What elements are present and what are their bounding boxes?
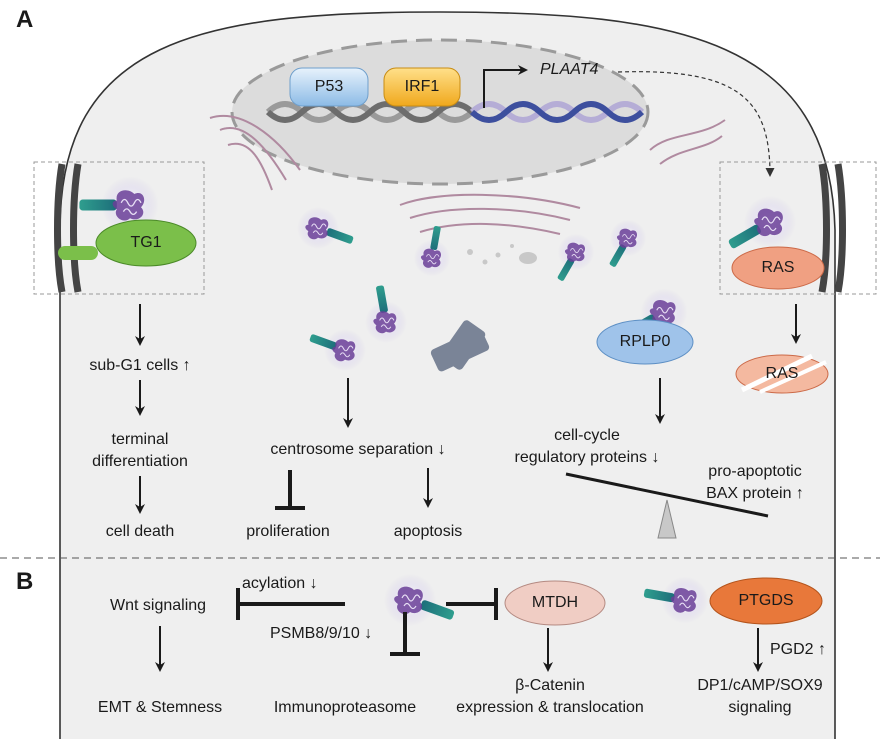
psmb-label: PSMB8/9/10 ↓ <box>270 625 373 642</box>
proliferation-label: proliferation <box>246 523 330 540</box>
emt-label: EMT & Stemness <box>97 699 223 716</box>
panel-label-a: A <box>16 6 34 33</box>
p53-label: P53 <box>314 78 344 95</box>
inhibit-proliferation <box>275 470 305 510</box>
ras-label: RAS <box>761 259 795 276</box>
plaat4-gene-label: PLAAT4 <box>540 61 599 78</box>
plaat4-export-arrow <box>617 71 775 177</box>
golgi-apparatus <box>209 115 726 235</box>
dna-helix <box>265 101 645 123</box>
ras-degraded-label: RAS <box>765 365 799 382</box>
transcription-start-arrow <box>483 65 528 108</box>
plaat4-protein-er-right <box>609 219 647 267</box>
membrane-inset-left <box>33 161 205 295</box>
plaat4-protein-ras <box>728 196 796 249</box>
catenin-label-line2: expression & translocation <box>456 699 644 716</box>
mtdh-oval <box>504 580 606 626</box>
bax-label-line2: BAX protein ↑ <box>706 485 804 502</box>
pgd2-label: PGD2 ↑ <box>770 641 827 658</box>
ptgds-label: PTGDS <box>738 592 794 609</box>
inhibit-wnt <box>236 588 345 620</box>
plaat4-protein-centrosome-b <box>365 285 407 343</box>
seesaw <box>565 472 769 539</box>
centrosome-icon <box>430 320 490 372</box>
ptgds-oval <box>709 577 823 625</box>
inhibit-immunoproteasome <box>390 612 420 656</box>
cellcycle-label-line1: cell-cycle <box>554 427 620 444</box>
p53-box <box>289 67 369 107</box>
rplp0-oval <box>596 319 694 365</box>
dp1-label-line1: DP1/cAMP/SOX9 <box>697 677 823 694</box>
irf1-label: IRF1 <box>404 78 440 95</box>
tg1-oval <box>95 219 197 267</box>
plaat4-protein-golgi-mid <box>413 226 451 277</box>
vesicles <box>467 244 537 265</box>
rplp0-label: RPLP0 <box>619 333 671 350</box>
subg1-label: sub-G1 cells ↑ <box>89 357 191 374</box>
inhibit-mtdh <box>446 588 498 620</box>
plaat4-protein-ptgds <box>643 576 709 624</box>
plaat4-protein-golgi-left <box>297 207 354 249</box>
apoptosis-label: apoptosis <box>393 523 463 540</box>
centrosome-label: centrosome separation ↓ <box>270 441 446 458</box>
panel-label-b: B <box>16 568 34 595</box>
plaat4-protein-centrosome-a <box>309 329 366 371</box>
tg1-label: TG1 <box>130 234 162 251</box>
terminal-label-line2: differentiation <box>92 453 188 470</box>
plaat4-protein-golgi-right <box>557 233 595 281</box>
bax-label-line1: pro-apoptotic <box>708 463 802 480</box>
wnt-label: Wnt signaling <box>110 597 207 614</box>
acylation-label: acylation ↓ <box>242 575 318 592</box>
ras-degraded-oval <box>735 353 829 394</box>
mtdh-label: MTDH <box>531 594 579 611</box>
cellcycle-label-line2: regulatory proteins ↓ <box>514 449 660 466</box>
dp1-label-line2: signaling <box>728 699 792 716</box>
plaat4-protein-tg1 <box>79 176 159 234</box>
ras-oval <box>731 246 825 290</box>
irf1-box <box>383 67 461 107</box>
terminal-label-line1: terminal <box>111 431 169 448</box>
catenin-label-line1: β-Catenin <box>515 677 585 694</box>
plaat4-protein-panel-b <box>384 574 455 626</box>
cell-death-label: cell death <box>105 523 175 540</box>
cell-membrane <box>59 11 836 739</box>
immunoproteasome-label: Immunoproteasome <box>273 699 417 716</box>
membrane-inset-right <box>719 161 877 295</box>
